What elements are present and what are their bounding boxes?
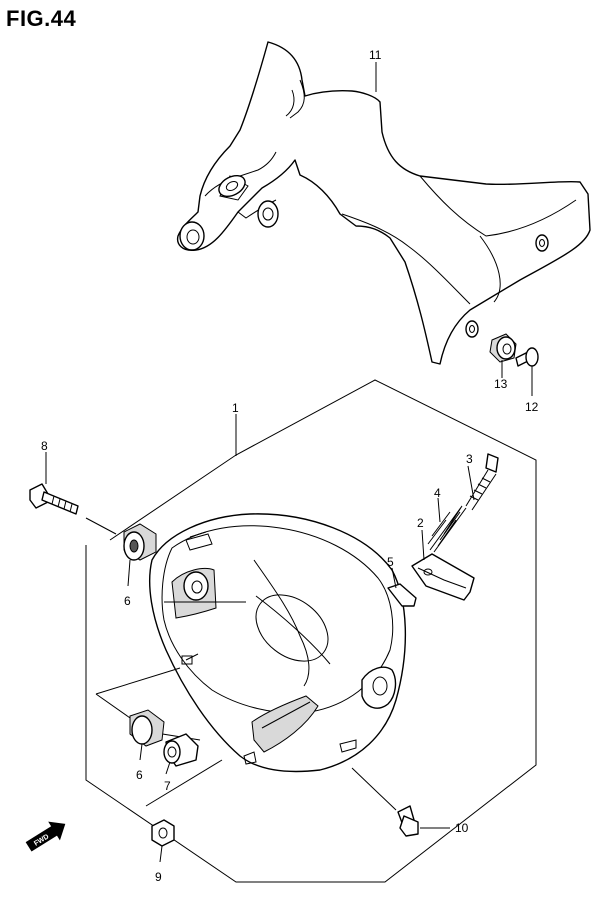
callout-6-upper: 6 [124,594,131,608]
bolt-part-8 [29,483,79,515]
leader-8-box [85,517,117,535]
callout-12: 12 [525,400,539,414]
upper-cover-part-11 [176,41,591,365]
callout-11: 11 [369,48,382,62]
spring-part-4 [427,505,467,553]
callout-2: 2 [417,516,424,530]
callout-9: 9 [155,870,162,884]
grommet-part-13 [489,333,517,363]
callout-6-lower: 6 [136,768,143,782]
callout-3: 3 [466,452,473,466]
clip-part-5 [387,583,417,607]
leader-9-box [145,759,223,807]
bolt-part-10 [351,767,419,837]
collar-part-7 [163,733,199,767]
grommet-part-6-upper [123,523,157,561]
callout-10: 10 [455,821,469,835]
callout-4: 4 [434,486,441,500]
callout-5: 5 [387,555,394,569]
assembly-outline-part-1 [85,379,537,883]
adjusting-screw-part-3 [465,453,499,511]
fwd-arrow-icon: FWD [25,821,66,852]
callout-leaders [45,62,533,863]
adjuster-bracket-part-2 [411,553,475,601]
fwd-label: FWD [33,833,50,847]
headlight-housing-part-1 [149,513,407,773]
callout-13: 13 [494,377,508,391]
callout-8: 8 [41,439,48,453]
leader-7-bracket [95,667,181,695]
callout-7: 7 [164,779,171,793]
callout-1: 1 [232,401,239,415]
nut-part-9 [151,819,175,847]
screw-part-12 [515,347,539,367]
grommet-part-6-lower [129,709,165,747]
figure-title: FIG.44 [6,6,77,31]
